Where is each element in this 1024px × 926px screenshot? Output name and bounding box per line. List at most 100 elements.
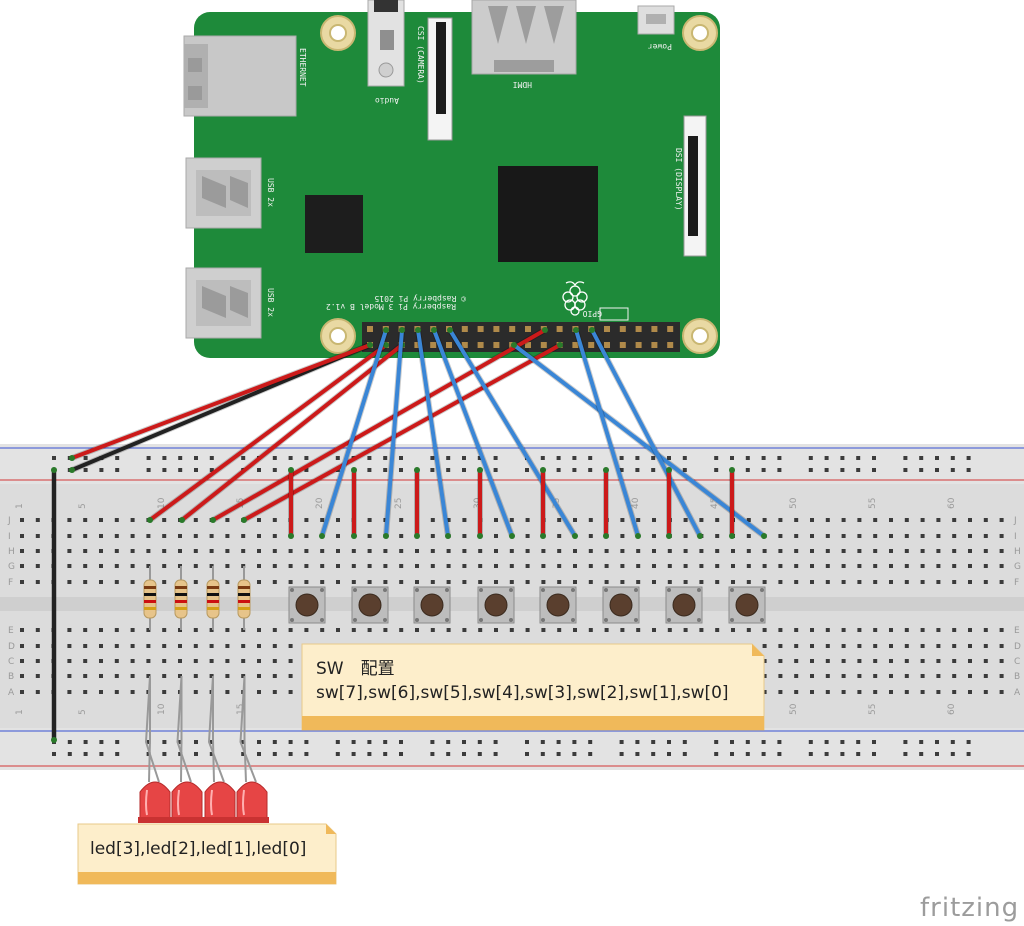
hole	[304, 518, 309, 522]
hole	[114, 644, 119, 648]
hole	[762, 580, 767, 584]
hole	[999, 674, 1004, 678]
hole	[509, 580, 514, 584]
hole	[952, 659, 957, 663]
hole	[130, 580, 135, 584]
hole	[904, 659, 909, 663]
rail-hole	[83, 752, 88, 756]
raspberry-logo-icon	[562, 281, 588, 316]
sw-note-title: SW 配置	[316, 659, 395, 679]
hole	[636, 628, 641, 632]
top-power-rail	[0, 444, 1024, 484]
rail-hole	[462, 752, 466, 756]
hole	[193, 644, 198, 648]
rail-hole	[446, 456, 451, 460]
hole	[99, 534, 103, 538]
hole	[999, 580, 1004, 584]
hole	[193, 518, 198, 522]
hole	[794, 518, 799, 522]
hole	[794, 628, 799, 632]
hole	[904, 549, 909, 553]
gpio-pin	[667, 326, 674, 332]
hole	[288, 580, 293, 584]
hole	[225, 534, 230, 538]
hole	[904, 690, 909, 694]
hole	[114, 690, 119, 694]
hole	[351, 580, 356, 584]
hole	[873, 518, 878, 522]
hole	[99, 580, 103, 584]
led-wire	[242, 343, 562, 522]
rail-hole	[446, 468, 451, 472]
hole	[983, 534, 988, 538]
hole	[920, 674, 925, 678]
gpio-pin	[414, 342, 421, 348]
hole	[573, 580, 577, 584]
hole	[920, 644, 925, 648]
hole	[146, 674, 151, 678]
hole	[130, 534, 135, 538]
hole	[446, 549, 451, 553]
hole	[209, 674, 214, 678]
hole	[494, 564, 498, 568]
hole	[778, 549, 783, 553]
row-letter: I	[8, 532, 11, 542]
rail-hole	[745, 456, 750, 460]
hole	[699, 628, 704, 632]
hole	[857, 644, 862, 648]
rail-hole	[162, 740, 167, 744]
hole	[810, 690, 814, 694]
rail-hole	[335, 740, 340, 744]
hole	[20, 518, 24, 522]
rail-hole	[115, 468, 120, 472]
hole	[968, 659, 972, 663]
rail-hole	[178, 468, 183, 472]
hole	[636, 580, 641, 584]
hole	[778, 659, 783, 663]
hole	[525, 549, 530, 553]
hole	[272, 564, 277, 568]
hole	[810, 674, 814, 678]
hole	[794, 564, 799, 568]
hole	[778, 644, 783, 648]
rail-hole	[178, 740, 183, 744]
hole	[67, 549, 72, 553]
rail-hole	[667, 456, 671, 460]
hole	[794, 659, 799, 663]
hole	[983, 674, 988, 678]
hole	[794, 580, 799, 584]
hole	[257, 549, 261, 553]
rail-hole	[761, 468, 766, 472]
hole	[525, 564, 530, 568]
hole	[225, 564, 230, 568]
hole	[288, 674, 293, 678]
hole	[430, 549, 435, 553]
hole	[857, 690, 862, 694]
rail-hole	[872, 740, 876, 744]
hole	[652, 518, 656, 522]
copyright-text: © Raspberry Pi 2015	[374, 294, 466, 303]
rail-hole	[257, 468, 261, 472]
hole	[841, 644, 846, 648]
rail-hole	[194, 752, 198, 756]
hole	[367, 518, 372, 522]
hole	[762, 674, 767, 678]
hole	[652, 628, 656, 632]
hole	[288, 628, 293, 632]
rail-hole	[209, 456, 214, 460]
hole	[114, 628, 119, 632]
hole	[762, 628, 767, 632]
hole	[257, 580, 261, 584]
column-number: 25	[394, 498, 404, 509]
rail-hole	[619, 740, 624, 744]
hole	[241, 659, 246, 663]
hole	[446, 628, 451, 632]
hole	[35, 549, 40, 553]
hole	[399, 518, 404, 522]
hole	[920, 659, 925, 663]
hole	[889, 674, 893, 678]
hole	[857, 628, 862, 632]
hole	[130, 549, 135, 553]
hole	[114, 674, 119, 678]
hole	[620, 549, 625, 553]
